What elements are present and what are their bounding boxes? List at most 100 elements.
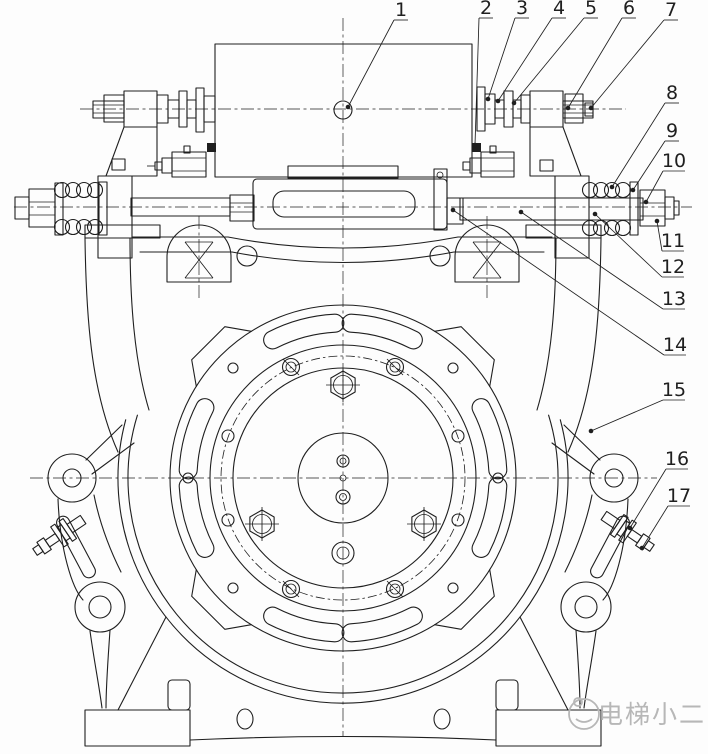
bolt-circle (220, 355, 466, 601)
support-towers (84, 126, 602, 259)
callout-leader-line (474, 17, 480, 146)
brake-arm-left (32, 424, 135, 709)
callout-label: 6 (623, 0, 635, 19)
callout-label: 1 (395, 0, 407, 21)
hex-bolt-cross (245, 507, 279, 541)
bolt-screw-inner (389, 583, 401, 595)
callout-dot (588, 428, 594, 434)
callout-leader-line (487, 17, 516, 100)
center-point (339, 474, 347, 482)
bottom-plug (331, 541, 355, 565)
ring-tab (434, 569, 495, 630)
clamp-right (472, 143, 481, 152)
callout-8: 8 (609, 82, 679, 190)
bolt-screw (281, 579, 301, 599)
callout-leader-line (590, 19, 665, 109)
motor-box (214, 43, 473, 178)
callout-label: 10 (662, 150, 686, 172)
screw-slot (282, 358, 300, 376)
brake-beam (130, 168, 644, 231)
callout-dot (609, 184, 615, 190)
callout-dot (565, 105, 571, 111)
callout-label: 5 (585, 0, 597, 19)
adjuster-bolt-right (600, 510, 655, 552)
ring-slot (471, 476, 508, 558)
ring-tab (191, 569, 252, 630)
callout-label: 4 (553, 0, 565, 19)
spring-coils-right (581, 181, 632, 237)
spring-coil (581, 181, 599, 199)
callout-label: 11 (661, 230, 685, 252)
housing-top-band (131, 236, 553, 267)
ring-slot (341, 313, 423, 350)
bolt-hole (451, 513, 465, 527)
callout-dot (654, 218, 660, 224)
bolt-screw-inner (389, 361, 401, 373)
callout-leader-line (611, 102, 666, 188)
bolt-screw (281, 357, 301, 377)
callout-leader-line (452, 209, 665, 356)
sensor-block-right (462, 145, 515, 178)
callout-1: 1 (345, 0, 408, 110)
callout-dot (450, 207, 456, 213)
spring-coils-left (53, 181, 104, 236)
callout-leader-line (645, 170, 664, 203)
callout-dot (485, 96, 491, 102)
callout-5: 5 (511, 0, 598, 106)
hex-bolt-cross (407, 507, 441, 541)
spring-coil (75, 181, 93, 199)
bearing-dome-left (166, 224, 232, 283)
watermark-logo-icon (568, 698, 600, 730)
spring-coil (86, 181, 104, 199)
callout-label: 14 (663, 334, 687, 356)
ring-hole (227, 362, 239, 374)
callout-label: 16 (665, 448, 689, 470)
shaft-center-hole (333, 100, 353, 120)
callout-leader-line (567, 17, 623, 109)
base-hole-right (433, 708, 451, 730)
bolt-screw (385, 357, 405, 377)
callout-dot (627, 525, 633, 531)
callout-dot (518, 209, 524, 215)
callout-label: 12 (661, 256, 685, 278)
spring-coil (614, 219, 632, 237)
callout-dot (630, 187, 636, 193)
callout-label: 13 (662, 288, 686, 310)
spring-coil (64, 181, 82, 199)
spring-coil (53, 218, 71, 236)
foot-left (84, 709, 191, 747)
hex-bolt-cross (326, 368, 360, 402)
brake-arm-right (551, 424, 655, 709)
callout-7: 7 (588, 0, 678, 111)
bearing-dome-right (454, 224, 520, 283)
callout-10: 10 (643, 150, 686, 205)
housing-inner-rim (127, 414, 559, 694)
ring-slot (263, 313, 345, 350)
ring-hole (447, 362, 459, 374)
ring-hole (492, 472, 504, 484)
ring-slot (178, 476, 215, 558)
watermark: 电梯小二 (568, 697, 706, 730)
watermark-text: 电梯小二 (598, 700, 706, 729)
callout-dot (495, 98, 501, 104)
clamp-left (207, 143, 216, 152)
bolt-hole (451, 429, 465, 443)
ring-slot (178, 398, 215, 480)
spring-assembly-left (14, 181, 108, 236)
machine-body (84, 237, 602, 711)
spring-coil (592, 219, 610, 237)
arm-eye-left (74, 581, 126, 633)
spring-coil (86, 218, 104, 236)
brake-rod-right (459, 197, 644, 221)
callout-4: 4 (495, 0, 566, 104)
base-hole-left (236, 708, 254, 730)
spring-coil (64, 218, 82, 236)
spring-coil (592, 181, 610, 199)
centerlines (14, 18, 692, 737)
spring-coil (603, 219, 621, 237)
callout-label: 7 (665, 0, 677, 21)
callout-13: 13 (518, 209, 686, 310)
adjuster-bolt-left (32, 514, 87, 556)
callout-dot (639, 545, 645, 551)
